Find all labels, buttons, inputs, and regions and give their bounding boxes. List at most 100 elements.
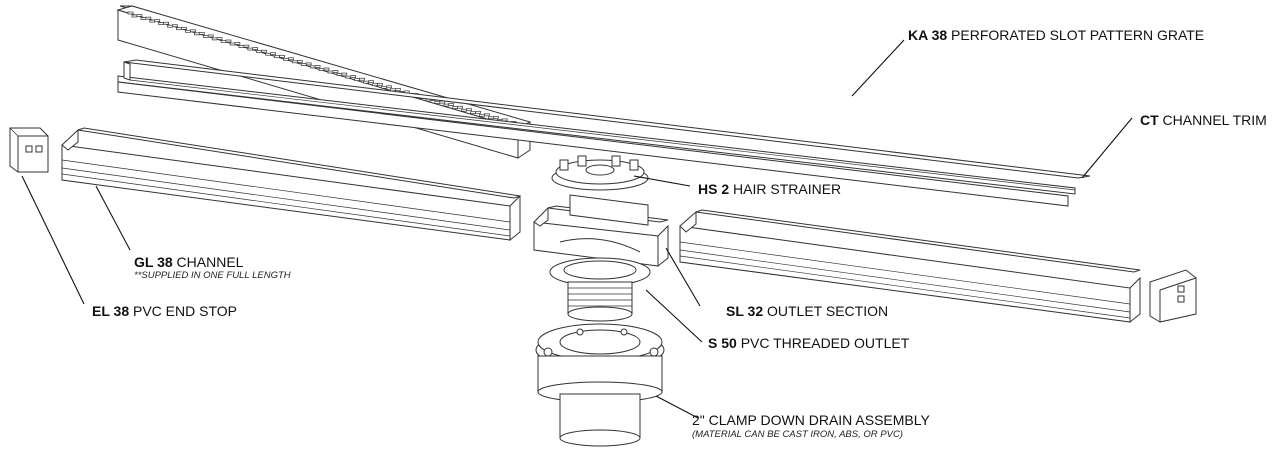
grate-perforation — [448, 103, 455, 106]
leader-trim — [1081, 117, 1133, 179]
grate-perforation — [390, 88, 396, 92]
label-threaded-outlet-code: S 50 — [708, 335, 737, 351]
grate-perforation — [372, 83, 378, 87]
grate-perforation — [345, 75, 352, 79]
grate-perforation — [238, 45, 245, 48]
label-channel-note: **SUPPLIED IN ONE FULL LENGTH — [134, 270, 291, 281]
grate-perforation — [234, 42, 241, 45]
grate-perforation — [309, 65, 316, 69]
leader-end-stop — [21, 175, 85, 305]
grate-perforation — [359, 77, 365, 81]
grate-perforation — [207, 34, 214, 38]
grate-perforation — [274, 55, 280, 59]
grate-perforation — [305, 62, 312, 66]
grate-perforation — [185, 29, 191, 33]
grate-perforation — [443, 103, 450, 107]
grate-perforation — [145, 16, 152, 20]
grate-perforation — [368, 80, 374, 84]
grate-perforation — [350, 75, 357, 78]
grate-perforation — [488, 116, 494, 120]
grate-perforation — [247, 47, 254, 51]
grate-perforation — [296, 60, 303, 63]
grate-perforation — [211, 37, 218, 41]
grate-perforation — [176, 27, 182, 31]
drain-assembly-part — [535, 323, 665, 447]
grate-perforation — [386, 85, 392, 89]
grate-perforation — [457, 105, 463, 109]
label-drain-note: (MATERIAL CAN BE CAST IRON, ABS, OR PVC) — [692, 429, 903, 440]
grate-perforation — [292, 60, 298, 64]
label-end-stop: EL 38 PVC END STOP — [92, 303, 237, 319]
grate-perforation — [172, 24, 178, 28]
grate-perforation — [158, 22, 165, 25]
threaded-outlet-part — [549, 257, 651, 322]
grate-perforation — [127, 11, 134, 15]
grate-perforation — [288, 57, 294, 61]
leader-drain — [655, 395, 699, 419]
label-threaded-outlet-text: PVC THREADED OUTLET — [736, 335, 910, 351]
grate-perforation — [479, 113, 485, 117]
grate-perforation — [318, 68, 325, 71]
grate-perforation — [167, 24, 173, 28]
leader-lines — [21, 39, 1133, 419]
label-trim-code: CT — [1140, 112, 1159, 128]
grate-perforation — [190, 29, 196, 33]
label-grate: KA 38 PERFORATED SLOT PATTERN GRATE — [908, 27, 1204, 43]
grate-perforation — [220, 40, 227, 43]
left-channel-part — [61, 127, 521, 242]
left-end-stop-part — [9, 127, 49, 173]
grate-perforation — [252, 47, 259, 50]
label-strainer: HS 2 HAIR STRAINER — [698, 181, 841, 197]
label-channel: GL 38 CHANNEL — [134, 254, 243, 270]
label-outlet-section: SL 32 OUTLET SECTION — [726, 303, 888, 319]
grate-perforation — [332, 70, 339, 73]
label-grate-code: KA 38 — [908, 27, 948, 43]
hair-strainer-part — [551, 155, 649, 191]
leader-outlet-section — [665, 247, 701, 307]
grate-perforation — [198, 32, 205, 35]
grate-perforation — [194, 32, 200, 36]
label-drain: 2" CLAMP DOWN DRAIN ASSEMBLY — [692, 412, 930, 428]
grate-perforation — [434, 101, 441, 104]
grate-perforation — [461, 108, 467, 112]
grate-perforation — [377, 82, 383, 86]
grate-perforation — [136, 14, 143, 17]
grate-perforation — [163, 21, 169, 25]
label-grate-text: PERFORATED SLOT PATTERN GRATE — [947, 27, 1205, 43]
label-threaded-outlet: S 50 PVC THREADED OUTLET — [708, 335, 909, 351]
grate-perforation — [243, 44, 250, 48]
grate-perforation — [216, 37, 223, 40]
label-end-stop-code: EL 38 — [92, 303, 130, 319]
grate-perforation — [140, 17, 147, 20]
grate-perforation — [270, 52, 276, 56]
grate-perforation — [452, 106, 459, 109]
grate-perforation — [261, 49, 267, 53]
label-trim: CT CHANNEL TRIM — [1140, 112, 1267, 128]
grate-perforation — [492, 116, 499, 119]
grate-perforation — [475, 110, 481, 114]
grate-perforation — [354, 78, 361, 81]
grate-perforation — [470, 111, 476, 115]
grate-perforation — [225, 39, 232, 43]
grate-perforation — [149, 19, 156, 23]
label-outlet-section-code: SL 32 — [726, 303, 764, 319]
grate-perforation — [466, 108, 472, 112]
grate-perforation — [202, 35, 209, 38]
grate-perforation — [341, 72, 348, 76]
grate-perforation — [363, 80, 369, 84]
grate-perforation — [327, 70, 334, 74]
label-outlet-section-text: OUTLET SECTION — [763, 303, 889, 319]
grate-perforation — [181, 26, 187, 30]
label-channel-text: CHANNEL — [172, 254, 244, 270]
outlet-section-part — [533, 194, 669, 268]
label-end-stop-text: PVC END STOP — [129, 303, 237, 319]
grate-perforation — [314, 65, 321, 68]
grate-perforation — [323, 67, 330, 71]
grate-perforation — [279, 54, 285, 58]
leader-channel — [95, 185, 131, 251]
grate-perforation — [131, 14, 138, 18]
leader-threaded-outlet — [645, 289, 703, 343]
label-trim-text: CHANNEL TRIM — [1158, 112, 1267, 128]
right-end-stop-part — [1149, 269, 1197, 323]
